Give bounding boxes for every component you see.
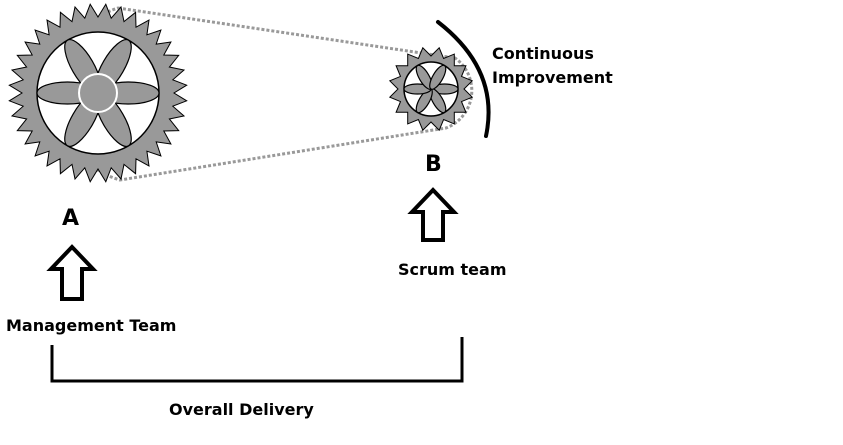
overall-delivery-label: Overall Delivery (169, 400, 314, 419)
gear-b-small (388, 46, 474, 132)
gear-a-label: A (62, 206, 80, 231)
arrow-up-a-icon (46, 244, 98, 301)
gear-hub (78, 73, 118, 113)
continuous-improvement-arc (436, 20, 491, 138)
continuous-improvement-line1: Continuous (492, 44, 594, 63)
overall-delivery-bracket (50, 337, 464, 383)
continuous-improvement-label: Continuous Improvement (492, 42, 613, 90)
continuous-improvement-line2: Improvement (492, 68, 613, 87)
arrow-up-b-icon (407, 187, 459, 242)
gear-b-label: B (425, 152, 442, 177)
gear-a-large (8, 3, 188, 183)
scrum-team-label: Scrum team (398, 260, 507, 279)
management-team-label: Management Team (6, 316, 177, 335)
